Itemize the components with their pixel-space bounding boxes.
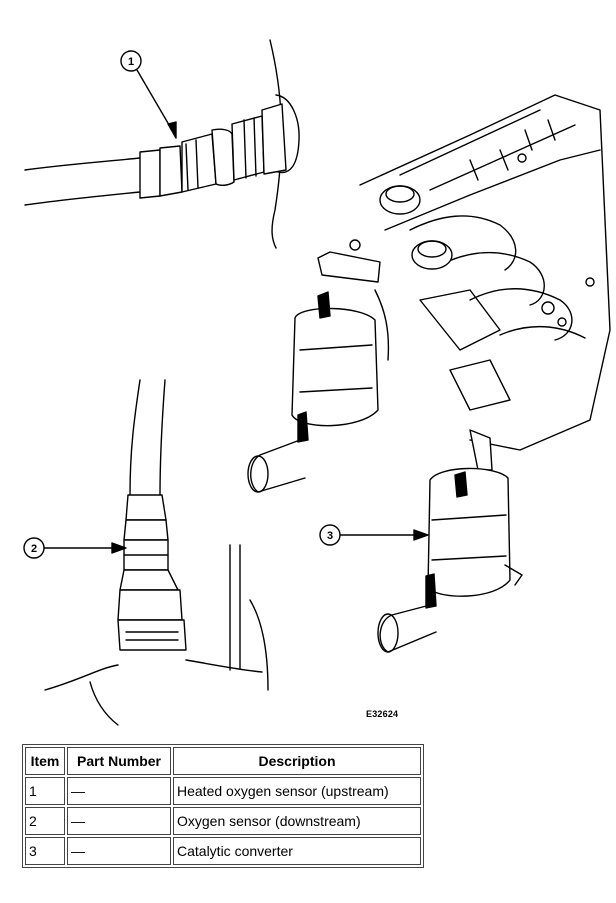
column-header-item: Item	[25, 747, 65, 775]
upstream-sensor-detail: 1	[24, 39, 300, 249]
cell-item: 2	[25, 807, 65, 835]
callout-1-label: 1	[128, 56, 134, 68]
table-row: 1 — Heated oxygen sensor (upstream)	[25, 777, 421, 805]
cell-description: Heated oxygen sensor (upstream)	[173, 777, 421, 805]
table-header-row: Item Part Number Description	[25, 747, 421, 775]
cell-description: Oxygen sensor (downstream)	[173, 807, 421, 835]
cell-part-number: —	[67, 837, 171, 865]
figure-id: E32624	[366, 709, 399, 719]
cell-description: Catalytic converter	[173, 837, 421, 865]
cell-item: 3	[25, 837, 65, 865]
table-row: 2 — Oxygen sensor (downstream)	[25, 807, 421, 835]
column-header-description: Description	[173, 747, 421, 775]
oxygen-sensor-illustration: 1 2	[23, 39, 611, 726]
table-row: 3 — Catalytic converter	[25, 837, 421, 865]
cell-part-number: —	[67, 777, 171, 805]
parts-table: Item Part Number Description 1 — Heated …	[22, 744, 424, 868]
engine-catalytic-detail: 3	[247, 94, 611, 653]
cell-item: 1	[25, 777, 65, 805]
column-header-part-number: Part Number	[67, 747, 171, 775]
cell-part-number: —	[67, 807, 171, 835]
callout-2-label: 2	[31, 543, 37, 555]
downstream-sensor-detail: 2	[23, 379, 269, 726]
callout-3-label: 3	[327, 530, 333, 542]
